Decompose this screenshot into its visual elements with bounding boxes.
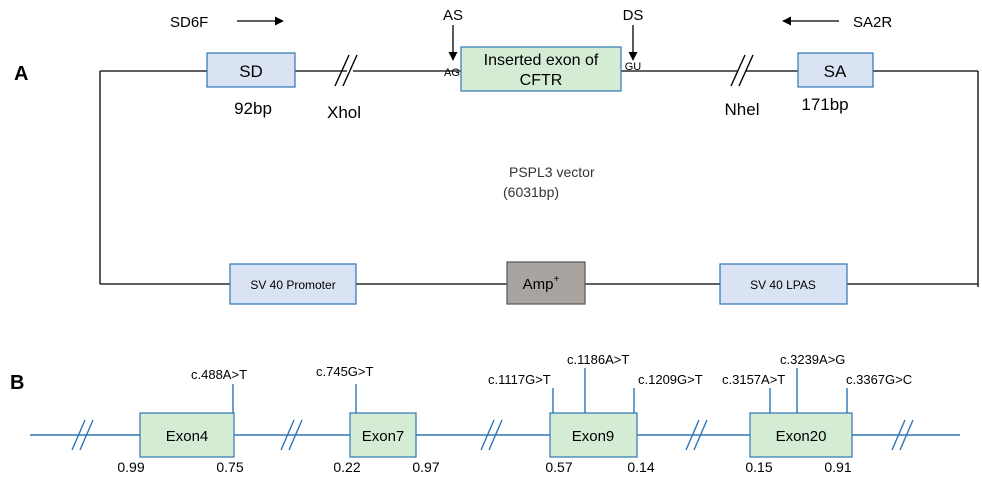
exon4-label: Exon4	[166, 428, 209, 445]
variant-label: c.488A>T	[191, 367, 247, 382]
sd-box	[206, 52, 296, 88]
sv40-promoter-label: SV 40 Promoter	[250, 278, 335, 292]
exon20-box	[749, 412, 853, 458]
xhol-break-mark	[334, 54, 358, 87]
exon7-box	[349, 412, 417, 458]
amp-label-text: Amp	[523, 276, 554, 293]
exon7-right-score: 0.97	[412, 459, 439, 475]
nhel-break-mark	[730, 54, 754, 87]
exon20-right-score: 0.91	[824, 459, 851, 475]
variant-label: c.1117G>T	[488, 372, 551, 387]
inserted-exon-box	[460, 46, 622, 92]
ds-label: DS	[623, 7, 644, 24]
exon4-box	[139, 412, 235, 458]
xhol-label: Xhol	[327, 103, 361, 122]
vector-name-label: PSPL3 vector	[509, 164, 595, 180]
variant-ticks	[232, 368, 848, 413]
amp-box	[506, 261, 586, 305]
exon9-label: Exon9	[572, 428, 615, 445]
variant-label: c.745G>T	[316, 364, 374, 379]
exon7-label: Exon7	[362, 428, 405, 445]
inserted-exon-line2: CFTR	[520, 72, 563, 89]
exon20-label: Exon20	[776, 428, 827, 445]
exon9-right-score: 0.14	[627, 459, 654, 475]
gene-break-marks	[71, 419, 914, 451]
inserted-exon-line1: Inserted exon of	[484, 52, 599, 69]
nhel-label: Nhel	[725, 100, 760, 119]
sv40-lpas-label: SV 40 LPAS	[750, 278, 816, 292]
sv40-lpas-box	[719, 263, 848, 305]
panel-b-label: B	[10, 372, 24, 394]
variant-label: c.3157A>T	[722, 372, 785, 387]
amp-label: Amp+	[523, 274, 560, 293]
amp-superscript: +	[554, 274, 560, 285]
exon7-left-score: 0.22	[333, 459, 360, 475]
exon4-left-score: 0.99	[117, 459, 144, 475]
sa-box	[797, 52, 874, 88]
sa-label: SA	[824, 62, 847, 81]
sd-label: SD	[239, 62, 263, 81]
variant-label: c.1209G>T	[638, 372, 703, 387]
exon4-right-score: 0.75	[216, 459, 243, 475]
vector-size-label: (6031bp)	[503, 184, 559, 200]
vector-backbone	[99, 70, 979, 287]
sa2r-primer-label: SA2R	[853, 14, 892, 31]
sd6f-primer-label: SD6F	[170, 14, 208, 31]
exon9-left-score: 0.57	[545, 459, 572, 475]
gu-label: GU	[625, 61, 642, 73]
exon9-box	[549, 412, 638, 458]
ag-label: AG	[444, 67, 460, 79]
panel-a-label: A	[14, 63, 28, 85]
sv40-promoter-box	[229, 263, 357, 305]
sd-size-label: 92bp	[234, 99, 272, 118]
sa-size-label: 171bp	[801, 95, 848, 114]
as-label: AS	[443, 7, 463, 24]
variant-label: c.1186A>T	[567, 352, 629, 367]
exon20-left-score: 0.15	[745, 459, 772, 475]
variant-label: c.3367G>C	[846, 372, 912, 387]
variant-label: c.3239A>G	[780, 352, 845, 367]
